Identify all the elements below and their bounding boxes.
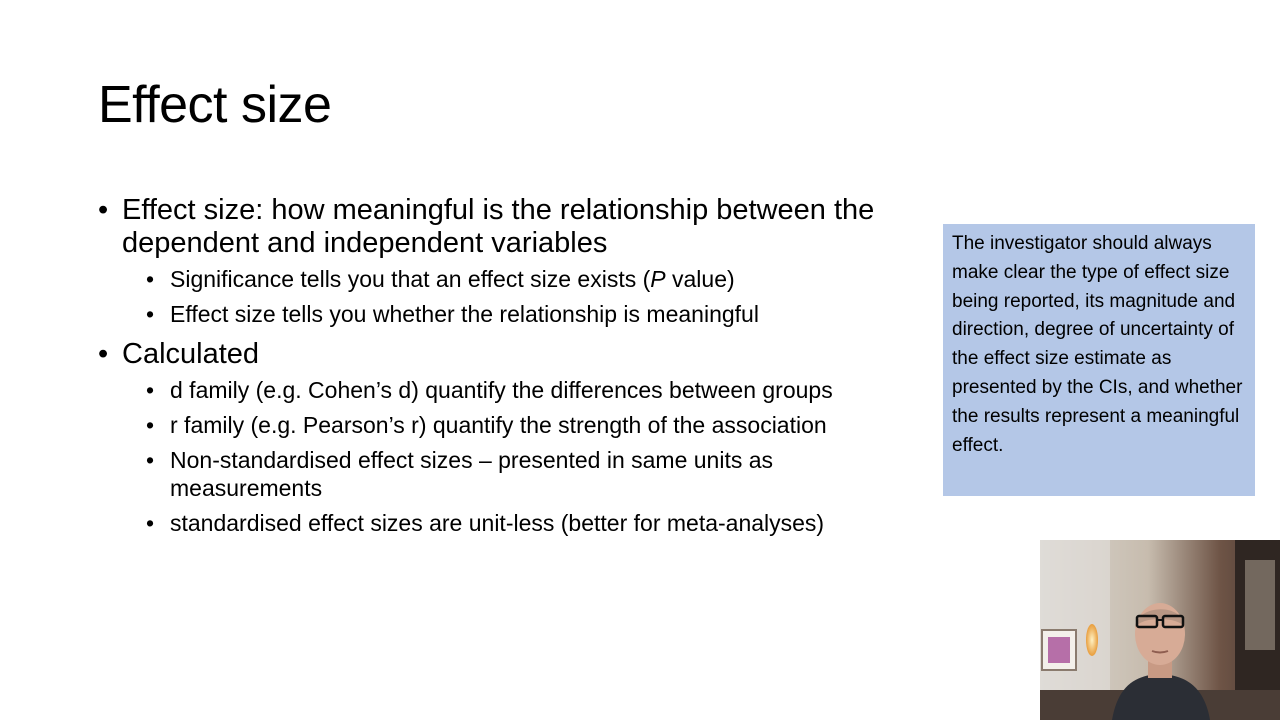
bullet-glyph: • bbox=[146, 301, 155, 327]
bullet-glyph: • bbox=[146, 447, 155, 473]
bullet-text: Calculated bbox=[122, 338, 260, 370]
presenter-video-image bbox=[1040, 540, 1280, 720]
sub-bullet-text: Effect size tells you whether the relati… bbox=[170, 301, 759, 327]
bullet-glyph: • bbox=[146, 266, 155, 292]
sub-bullet-meaningful: • Effect size tells you whether the rela… bbox=[146, 300, 918, 328]
bullet-glyph: • bbox=[146, 377, 155, 403]
sub-bullet-list: • Significance tells you that an effect … bbox=[98, 265, 918, 328]
sub-bullet-text: d family (e.g. Cohen’s d) quantify the d… bbox=[170, 377, 833, 403]
bullet-glyph: • bbox=[98, 194, 109, 226]
slide-title: Effect size bbox=[98, 76, 332, 134]
bullet-glyph: • bbox=[146, 412, 155, 438]
sub-bullet-text: r family (e.g. Pearson’s r) quantify the… bbox=[170, 412, 827, 438]
sub-bullet-d-family: • d family (e.g. Cohen’s d) quantify the… bbox=[146, 376, 918, 404]
webcam-video-thumbnail bbox=[1040, 540, 1280, 720]
bullet-glyph: • bbox=[146, 510, 155, 536]
sub-bullet-text: standardised effect sizes are unit-less … bbox=[170, 510, 825, 536]
sub-bullet-standardised: • standardised effect sizes are unit-les… bbox=[146, 509, 918, 537]
bullet-calculated: • Calculated bbox=[98, 338, 918, 371]
bullet-text: Effect size: how meaningful is the relat… bbox=[122, 194, 875, 259]
italic-p: P bbox=[650, 266, 666, 292]
sub-bullet-text-end: value) bbox=[665, 266, 735, 292]
sub-bullet-text: Significance tells you that an effect si… bbox=[170, 266, 651, 292]
note-box: The investigator should always make clea… bbox=[943, 224, 1255, 496]
sub-bullet-significance: • Significance tells you that an effect … bbox=[146, 265, 918, 293]
sub-bullet-list: • d family (e.g. Cohen’s d) quantify the… bbox=[98, 376, 918, 537]
bullet-list: • Effect size: how meaningful is the rel… bbox=[98, 194, 918, 547]
sub-bullet-non-standardised: • Non-standardised effect sizes – presen… bbox=[146, 446, 918, 502]
sub-bullet-text: Non-standardised effect sizes – presente… bbox=[170, 447, 774, 501]
sub-bullet-r-family: • r family (e.g. Pearson’s r) quantify t… bbox=[146, 411, 918, 439]
bullet-glyph: • bbox=[98, 338, 109, 370]
bullet-effect-size: • Effect size: how meaningful is the rel… bbox=[98, 194, 918, 260]
